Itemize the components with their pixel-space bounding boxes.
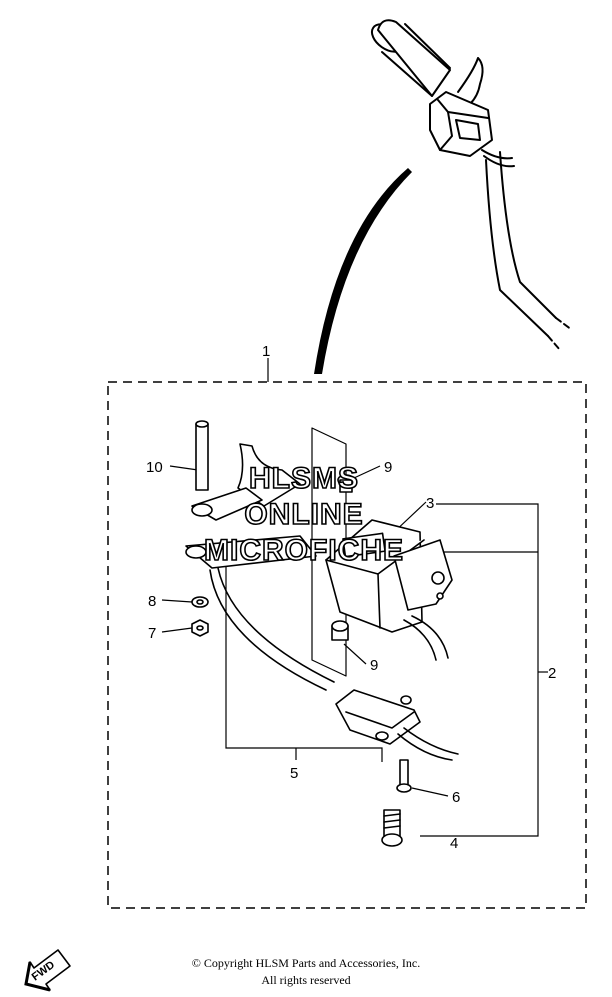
callout-2: 2 <box>548 665 556 682</box>
rights-text: All rights reserved <box>261 973 351 987</box>
callout-3: 3 <box>426 495 434 512</box>
copyright-text: © Copyright HLSM Parts and Accessories, … <box>191 956 421 970</box>
callout-7: 7 <box>148 625 156 642</box>
callout-5: 5 <box>290 765 298 782</box>
callout-1: 1 <box>262 343 270 360</box>
watermark-line-2: ONLINE <box>244 498 363 531</box>
callout-6: 6 <box>452 789 460 806</box>
assembly-boundary <box>107 381 587 909</box>
watermark-line-3: MICROFICHE <box>204 534 404 567</box>
cable-routing <box>314 168 412 374</box>
copyright-footer: © Copyright HLSM Parts and Accessories, … <box>0 955 612 989</box>
callout-9-top: 9 <box>384 459 392 476</box>
callout-9-bottom: 9 <box>370 657 378 674</box>
callout-10: 10 <box>146 459 163 476</box>
callout-4: 4 <box>450 835 458 852</box>
parts-illustration <box>185 420 459 847</box>
callout-8: 8 <box>148 593 156 610</box>
handlebar-illustration <box>370 19 573 351</box>
watermark: HLSMS ONLINE MICROFICHE <box>203 461 404 568</box>
watermark-line-1: HLSMS <box>249 462 359 495</box>
callout-labels: 1 2 3 4 5 6 7 8 9 9 10 <box>146 343 556 852</box>
